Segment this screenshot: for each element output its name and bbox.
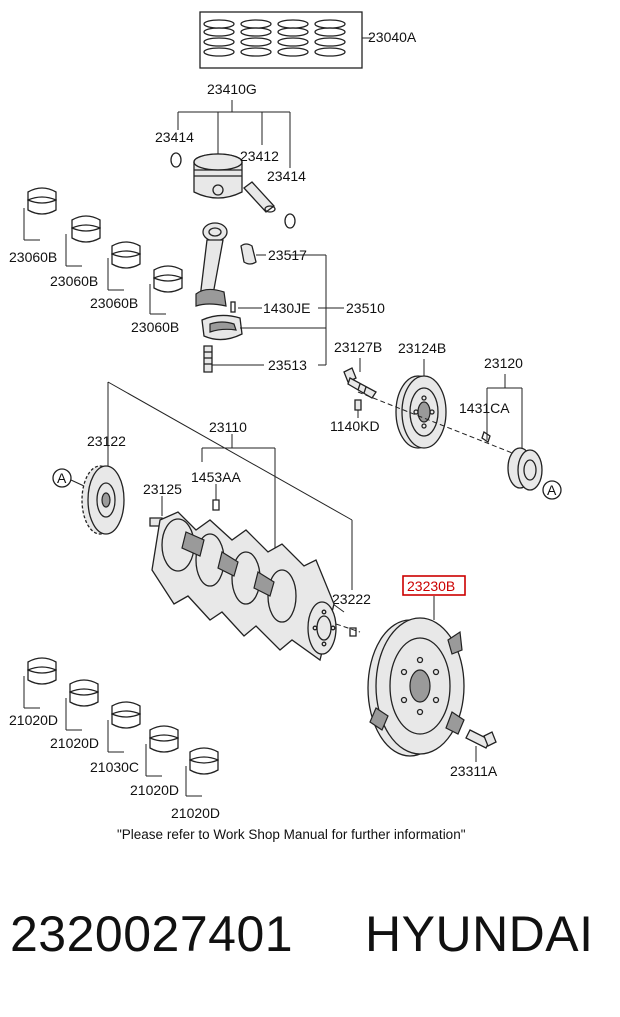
brand-name: HYUNDAI [365,906,594,962]
callout-1453AA: 1453AA [191,469,241,485]
callout-23125: 23125 [143,481,182,497]
callout-23060B-1: 23060B [9,249,57,265]
callout-1431CA: 1431CA [459,400,510,416]
flywheel-bolt [465,729,497,749]
flywheel [367,617,465,757]
axis-dash-pulley [357,391,531,461]
conrod-leaders [212,254,344,366]
callout-23510: 23510 [346,300,385,316]
connecting-rod [195,222,257,373]
product-footer: 2320027401 HYUNDAI [0,905,620,975]
callout-23122: 23122 [87,433,126,449]
callout-23120: 23120 [484,355,523,371]
callout-23311A: 23311A [450,763,498,779]
callout-21020D-1: 21020D [9,712,58,728]
crankshaft-bolt [343,367,377,399]
crankshaft-gear [81,465,125,535]
callout-21020D-3: 21020D [130,782,179,798]
damper-pulley [395,375,447,449]
small-bolt-1140KD [354,399,362,411]
axis-dash-crank [335,623,361,633]
callout-23412: 23412 [240,148,279,164]
ref-a-right: A [547,482,557,498]
piston-assembly-leaders [177,100,291,168]
callout-23060B-2: 23060B [50,273,98,289]
callout-23124B: 23124B [398,340,446,356]
timing-sprocket [507,447,543,491]
ref-circle-a-left [52,468,72,488]
callout-21020D-4: 21020D [171,805,220,821]
callout-23060B-4: 23060B [131,319,179,335]
callout-23060B-3: 23060B [90,295,138,311]
callout-23517: 23517 [268,247,307,263]
dowel-pin-23222 [349,627,357,637]
snap-ring-left [170,152,182,168]
upper-bearing-shells [23,187,183,315]
crankshaft [151,511,337,662]
piston-pin [243,181,276,213]
callout-21030C: 21030C [90,759,139,775]
pin-1453AA [212,499,220,511]
ref-circle-a-right [542,480,562,500]
part-number: 2320027401 [10,906,294,962]
workshop-manual-note: "Please refer to Work Shop Manual for fu… [117,827,466,842]
callout-23513: 23513 [268,357,307,373]
callout-23414-right: 23414 [267,168,306,184]
callout-23410G: 23410G [207,81,257,97]
piston [193,153,243,199]
callout-23127B: 23127B [334,339,382,355]
highlight-box-23230B [402,575,466,596]
callout-23110: 23110 [209,419,247,435]
piston-rings-set [199,11,372,69]
callout-1430JE: 1430JE [263,300,310,316]
callout-21020D-2: 21020D [50,735,99,751]
key-1431CA [481,430,491,444]
ref-a-left: A [57,470,67,486]
main-bearing-shells [23,657,219,797]
callout-1140KD: 1140KD [330,418,380,434]
snap-ring-right [284,213,296,229]
callout-23414-top: 23414 [155,129,194,145]
callout-23222: 23222 [332,591,371,607]
callout-23230B: 23230B [407,578,455,594]
callout-23040A: 23040A [368,29,417,45]
